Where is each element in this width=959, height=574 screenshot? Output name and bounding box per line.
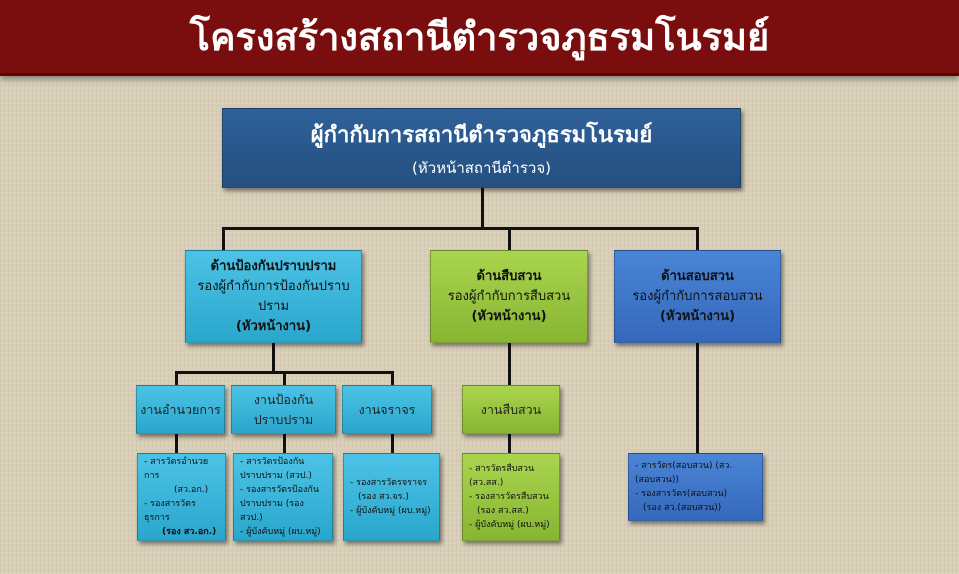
division-prevention: ด้านป้องกันปราบปราม รองผู้กำกับการป้องกั… <box>185 250 362 343</box>
staff-line: (สว.อก.) <box>174 485 209 495</box>
staff-line: - ผู้บังคับหมู่ (ผบ.หมู่) <box>240 527 321 537</box>
staff-line: - ผู้บังคับหมู่ (ผบ.หมู่) <box>350 506 431 516</box>
connector <box>222 227 225 250</box>
unit-label: งานอำนวยการ <box>140 401 221 417</box>
page-title: โครงสร้างสถานีตำรวจภูธรมโนรมย์ <box>189 15 770 59</box>
staff-line: - สารวัตรอำนวยการ <box>144 457 209 481</box>
staff-box-inquiry: - สารวัตร(สอบสวน) (สว.(สอบสวน)) - รองสาร… <box>628 453 763 521</box>
staff-line: ปราบปราม (รอง สวป.) <box>240 499 304 523</box>
division-deputy: รองผู้กำกับการสืบสวน <box>447 288 571 304</box>
staff-line: - รองสารวัตรจราจร <box>350 478 428 488</box>
connector <box>283 434 286 453</box>
unit-administration: งานอำนวยการ <box>136 385 225 434</box>
connector <box>391 434 394 453</box>
chief-title: ผู้กำกับการสถานีตำรวจภูธรมโนรมย์ <box>310 122 653 148</box>
title-bar: โครงสร้างสถานีตำรวจภูธรมโนรมย์ <box>0 0 959 76</box>
staff-line: (รอง สว.อก.) <box>162 527 217 537</box>
connector <box>175 434 178 453</box>
staff-line: - ผู้บังคับหมู่ (ผบ.หมู่) <box>469 520 550 530</box>
division-name: ด้านป้องกันปราบปราม <box>210 258 337 274</box>
division-deputy: รองผู้กำกับการสอบสวน <box>632 288 763 304</box>
division-inquiry: ด้านสอบสวน รองผู้กำกับการสอบสวน (หัวหน้า… <box>614 250 781 343</box>
staff-box-prevention: - สารวัตรป้องกัน ปราบปราม (สวป.) - รองสา… <box>233 453 333 541</box>
division-role: (หัวหน้างาน) <box>471 308 547 324</box>
division-deputy: รองผู้กำกับการป้องกันปราบปราม <box>197 278 350 314</box>
staff-line: - สารวัตรป้องกัน <box>240 457 305 467</box>
staff-line: - รองสารวัตร(สอบสวน) <box>635 489 728 499</box>
staff-line: - รองสารวัตรธุรการ <box>144 499 196 523</box>
connector <box>175 371 178 385</box>
staff-line: - รองสารวัตรสืบสวน <box>469 492 549 502</box>
station-chief-box: ผู้กำกับการสถานีตำรวจภูธรมโนรมย์ (หัวหน้… <box>222 108 741 188</box>
connector <box>222 227 699 230</box>
division-name: ด้านสืบสวน <box>476 268 542 284</box>
division-investigation: ด้านสืบสวน รองผู้กำกับการสืบสวน (หัวหน้า… <box>430 250 588 343</box>
unit-label: งานจราจร <box>358 401 416 417</box>
connector <box>283 371 286 385</box>
connector <box>481 188 484 228</box>
staff-line: - สารวัตรสืบสวน (สว.สส.) <box>469 464 535 488</box>
division-name: ด้านสอบสวน <box>661 268 734 284</box>
chief-subtitle: (หัวหน้าสถานีตำรวจ) <box>412 158 551 177</box>
unit-traffic: งานจราจร <box>342 385 432 434</box>
connector <box>272 343 275 373</box>
unit-label: งานสืบสวน <box>480 401 542 417</box>
unit-label: งานป้องกัน ปราบปราม <box>253 391 314 427</box>
staff-line: (รอง สว.(สอบสวน)) <box>643 503 722 513</box>
staff-line: - รองสารวัตรป้องกัน <box>240 485 319 495</box>
unit-prevention: งานป้องกัน ปราบปราม <box>231 385 336 434</box>
staff-line: - สารวัตร(สอบสวน) (สว.(สอบสวน)) <box>635 461 733 485</box>
staff-box-administration: - สารวัตรอำนวยการ (สว.อก.) - รองสารวัตรธ… <box>137 453 226 541</box>
division-role: (หัวหน้างาน) <box>659 308 736 324</box>
division-role: (หัวหน้างาน) <box>235 318 312 334</box>
staff-line: (รอง สว.สส.) <box>477 506 529 516</box>
staff-line: (รอง สว.จร.) <box>358 492 409 502</box>
staff-box-traffic: - รองสารวัตรจราจร (รอง สว.จร.) - ผู้บังค… <box>343 453 440 541</box>
staff-box-investigation: - สารวัตรสืบสวน (สว.สส.) - รองสารวัตรสืบ… <box>462 453 560 541</box>
connector <box>391 371 394 385</box>
unit-investigation: งานสืบสวน <box>462 385 560 434</box>
staff-line: ปราบปราม (สวป.) <box>240 471 312 481</box>
connector <box>508 227 511 250</box>
